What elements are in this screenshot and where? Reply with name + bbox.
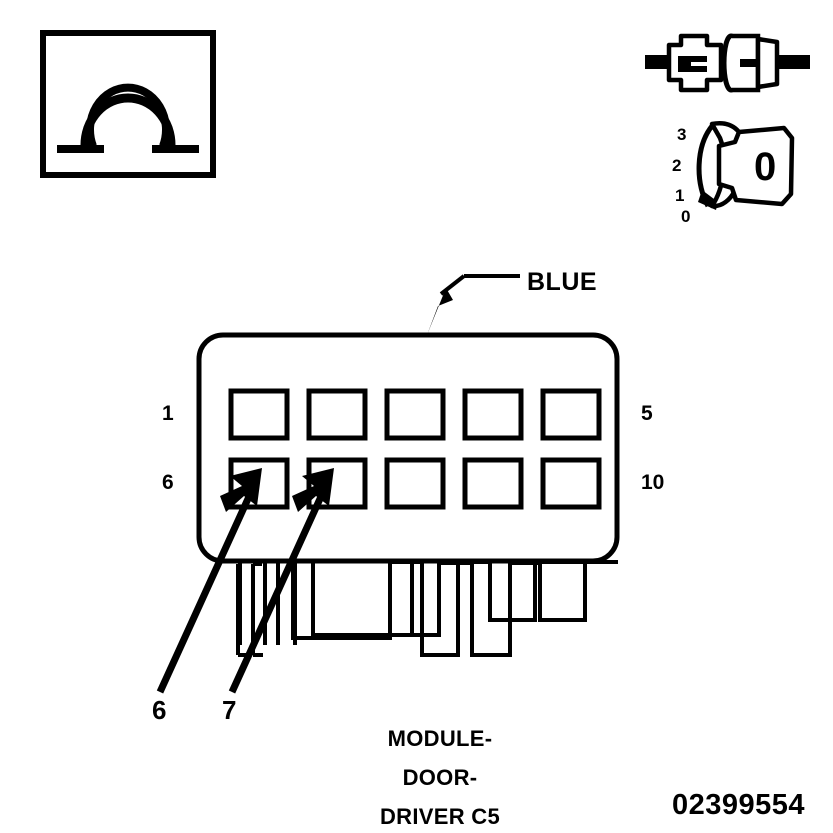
key-position-0-label: 0 bbox=[681, 207, 690, 226]
key-position-3-label: 3 bbox=[677, 125, 686, 144]
cavity-1 bbox=[228, 388, 290, 441]
pin-label-top-right: 5 bbox=[641, 402, 653, 425]
cavity-2 bbox=[306, 388, 368, 441]
key-face-glyph: 0 bbox=[754, 145, 776, 189]
key-position-2-label: 2 bbox=[672, 156, 681, 175]
part-number: 02399554 bbox=[672, 789, 806, 821]
pin-label-top-left: 1 bbox=[162, 402, 174, 425]
caption-line-2: DOOR- bbox=[402, 765, 478, 790]
ohm-meter-icon bbox=[40, 30, 216, 178]
pin-label-bottom-left: 6 bbox=[162, 471, 174, 494]
cavity-9 bbox=[462, 457, 524, 510]
callout-label-6: 6 bbox=[152, 695, 167, 725]
callout-label-7: 7 bbox=[222, 695, 237, 725]
caption-line-1: MODULE- bbox=[387, 726, 493, 751]
pin-label-bottom-right: 10 bbox=[641, 471, 665, 494]
blue-color-label: BLUE bbox=[527, 268, 598, 296]
cavity-10 bbox=[540, 457, 602, 510]
connector-caption: MODULE- DOOR- DRIVER C5 bbox=[300, 726, 580, 830]
cavity-4 bbox=[462, 388, 524, 441]
cavity-5 bbox=[540, 388, 602, 441]
cavity-8 bbox=[384, 457, 446, 510]
cavity-3 bbox=[384, 388, 446, 441]
caption-line-3: DRIVER C5 bbox=[379, 804, 501, 829]
key-position-1-label: 1 bbox=[675, 186, 684, 205]
cavity-grid bbox=[190, 325, 635, 555]
callout-arrow-6 bbox=[140, 450, 300, 700]
blue-callout-leader bbox=[405, 262, 525, 340]
connector-disconnect-icon bbox=[645, 28, 810, 100]
ignition-key-position-icon: 3 2 1 0 0 bbox=[672, 118, 802, 228]
callout-arrow-7 bbox=[212, 450, 372, 700]
